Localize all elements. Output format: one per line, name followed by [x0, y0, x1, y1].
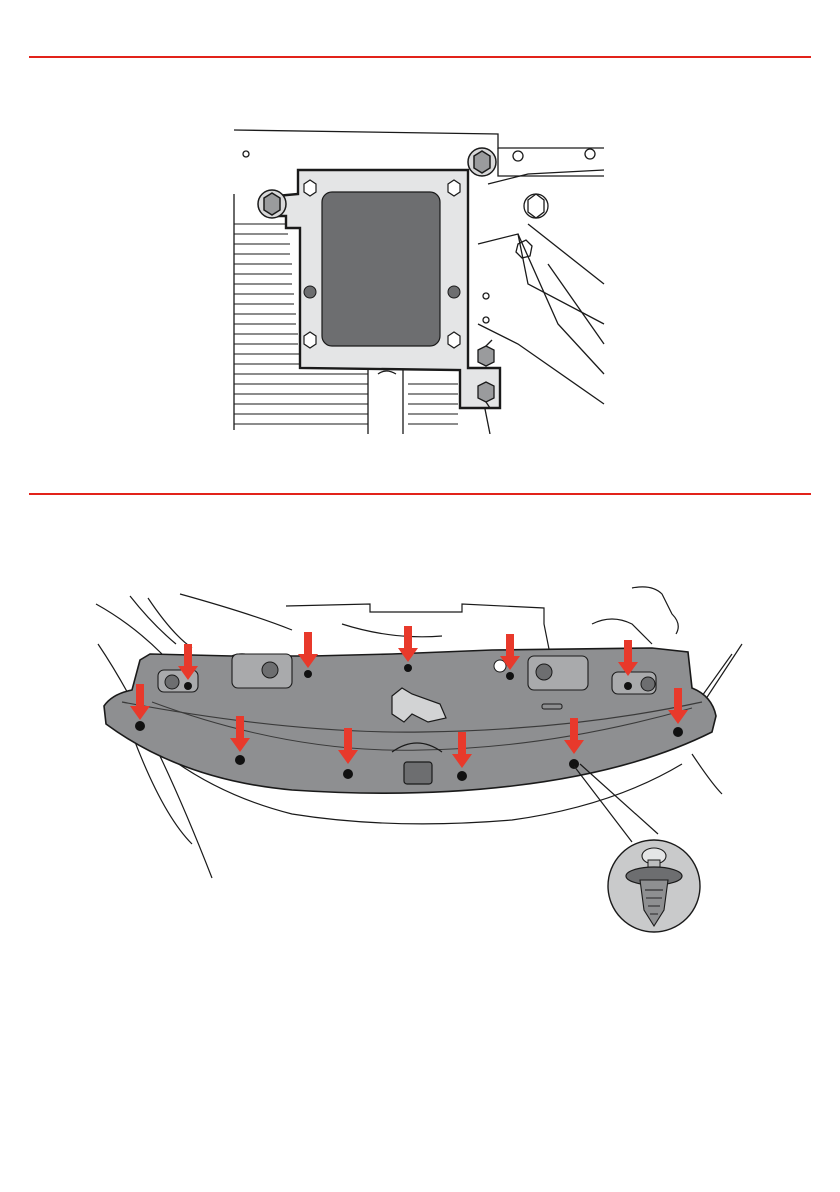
figure-1-bracket-illustration	[228, 124, 612, 434]
section-divider-bottom	[29, 493, 811, 495]
figure-2-cover-clips-illustration	[92, 584, 752, 940]
push-clip-detail-inset	[608, 840, 700, 932]
bracket-window	[322, 192, 440, 346]
section-divider-top	[29, 56, 811, 58]
